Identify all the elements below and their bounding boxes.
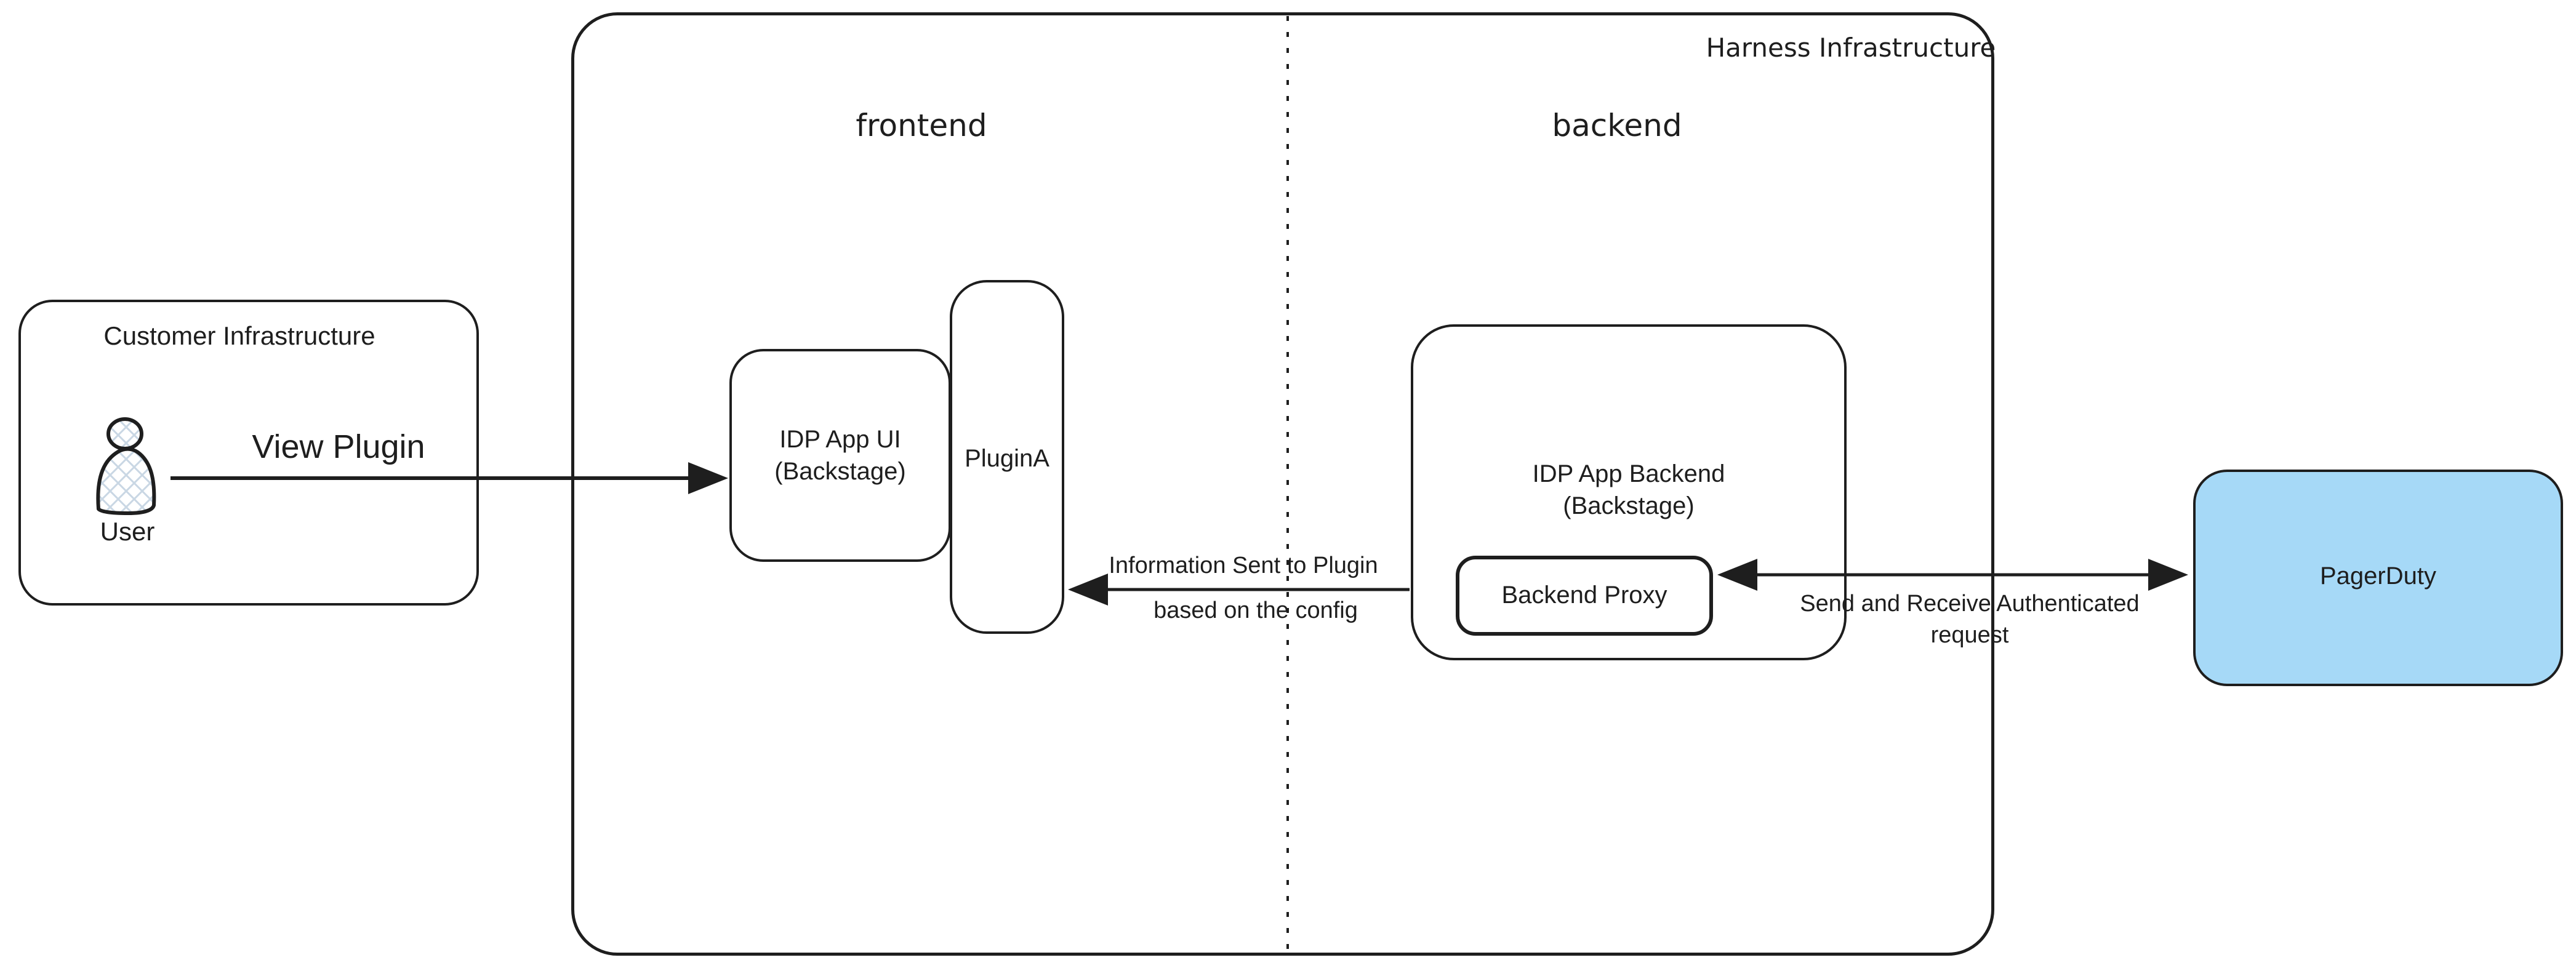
- customer-infrastructure-title: Customer Infrastructure: [103, 321, 375, 350]
- pagerduty-box: [2193, 470, 2563, 686]
- harness-infrastructure-box: [571, 12, 1994, 956]
- arrowhead-right-icon: [2148, 559, 2188, 591]
- idp-app-ui-label-line1: IDP App UI: [779, 426, 901, 453]
- customer-infrastructure-box: [18, 300, 479, 606]
- pagerduty-label: PagerDuty: [2320, 562, 2436, 590]
- user-label: User: [100, 517, 155, 546]
- idp-app-backend-label-line2: (Backstage): [1563, 492, 1695, 519]
- info-sent-label-line1: Information Sent to Plugin: [1109, 553, 1378, 578]
- idp-app-ui-label-line2: (Backstage): [774, 458, 906, 485]
- user-icon: [96, 417, 156, 515]
- backend-proxy-box: [1456, 556, 1713, 636]
- idp-app-backend-label-line1: IDP App Backend: [1532, 460, 1725, 487]
- frontend-label: frontend: [856, 108, 987, 143]
- auth-request-label-line1: Send and Receive Authenticated: [1800, 591, 2140, 617]
- idp-app-ui-label: IDP App UI (Backstage): [729, 423, 951, 487]
- info-sent-label-line2: based on the config: [1154, 598, 1358, 623]
- idp-app-backend-label: IDP App Backend (Backstage): [1411, 458, 1847, 522]
- plugin-a-box: [950, 280, 1064, 634]
- backend-label: backend: [1552, 108, 1682, 143]
- idp-app-backend-box: [1411, 324, 1847, 660]
- harness-infrastructure-title: Harness Infrastructure: [1706, 33, 1996, 63]
- backend-proxy-label: Backend Proxy: [1501, 582, 1667, 609]
- plugin-a-label: PluginA: [965, 445, 1049, 472]
- view-plugin-label: View Plugin: [252, 428, 425, 465]
- auth-request-label-line2: request: [1930, 622, 2009, 648]
